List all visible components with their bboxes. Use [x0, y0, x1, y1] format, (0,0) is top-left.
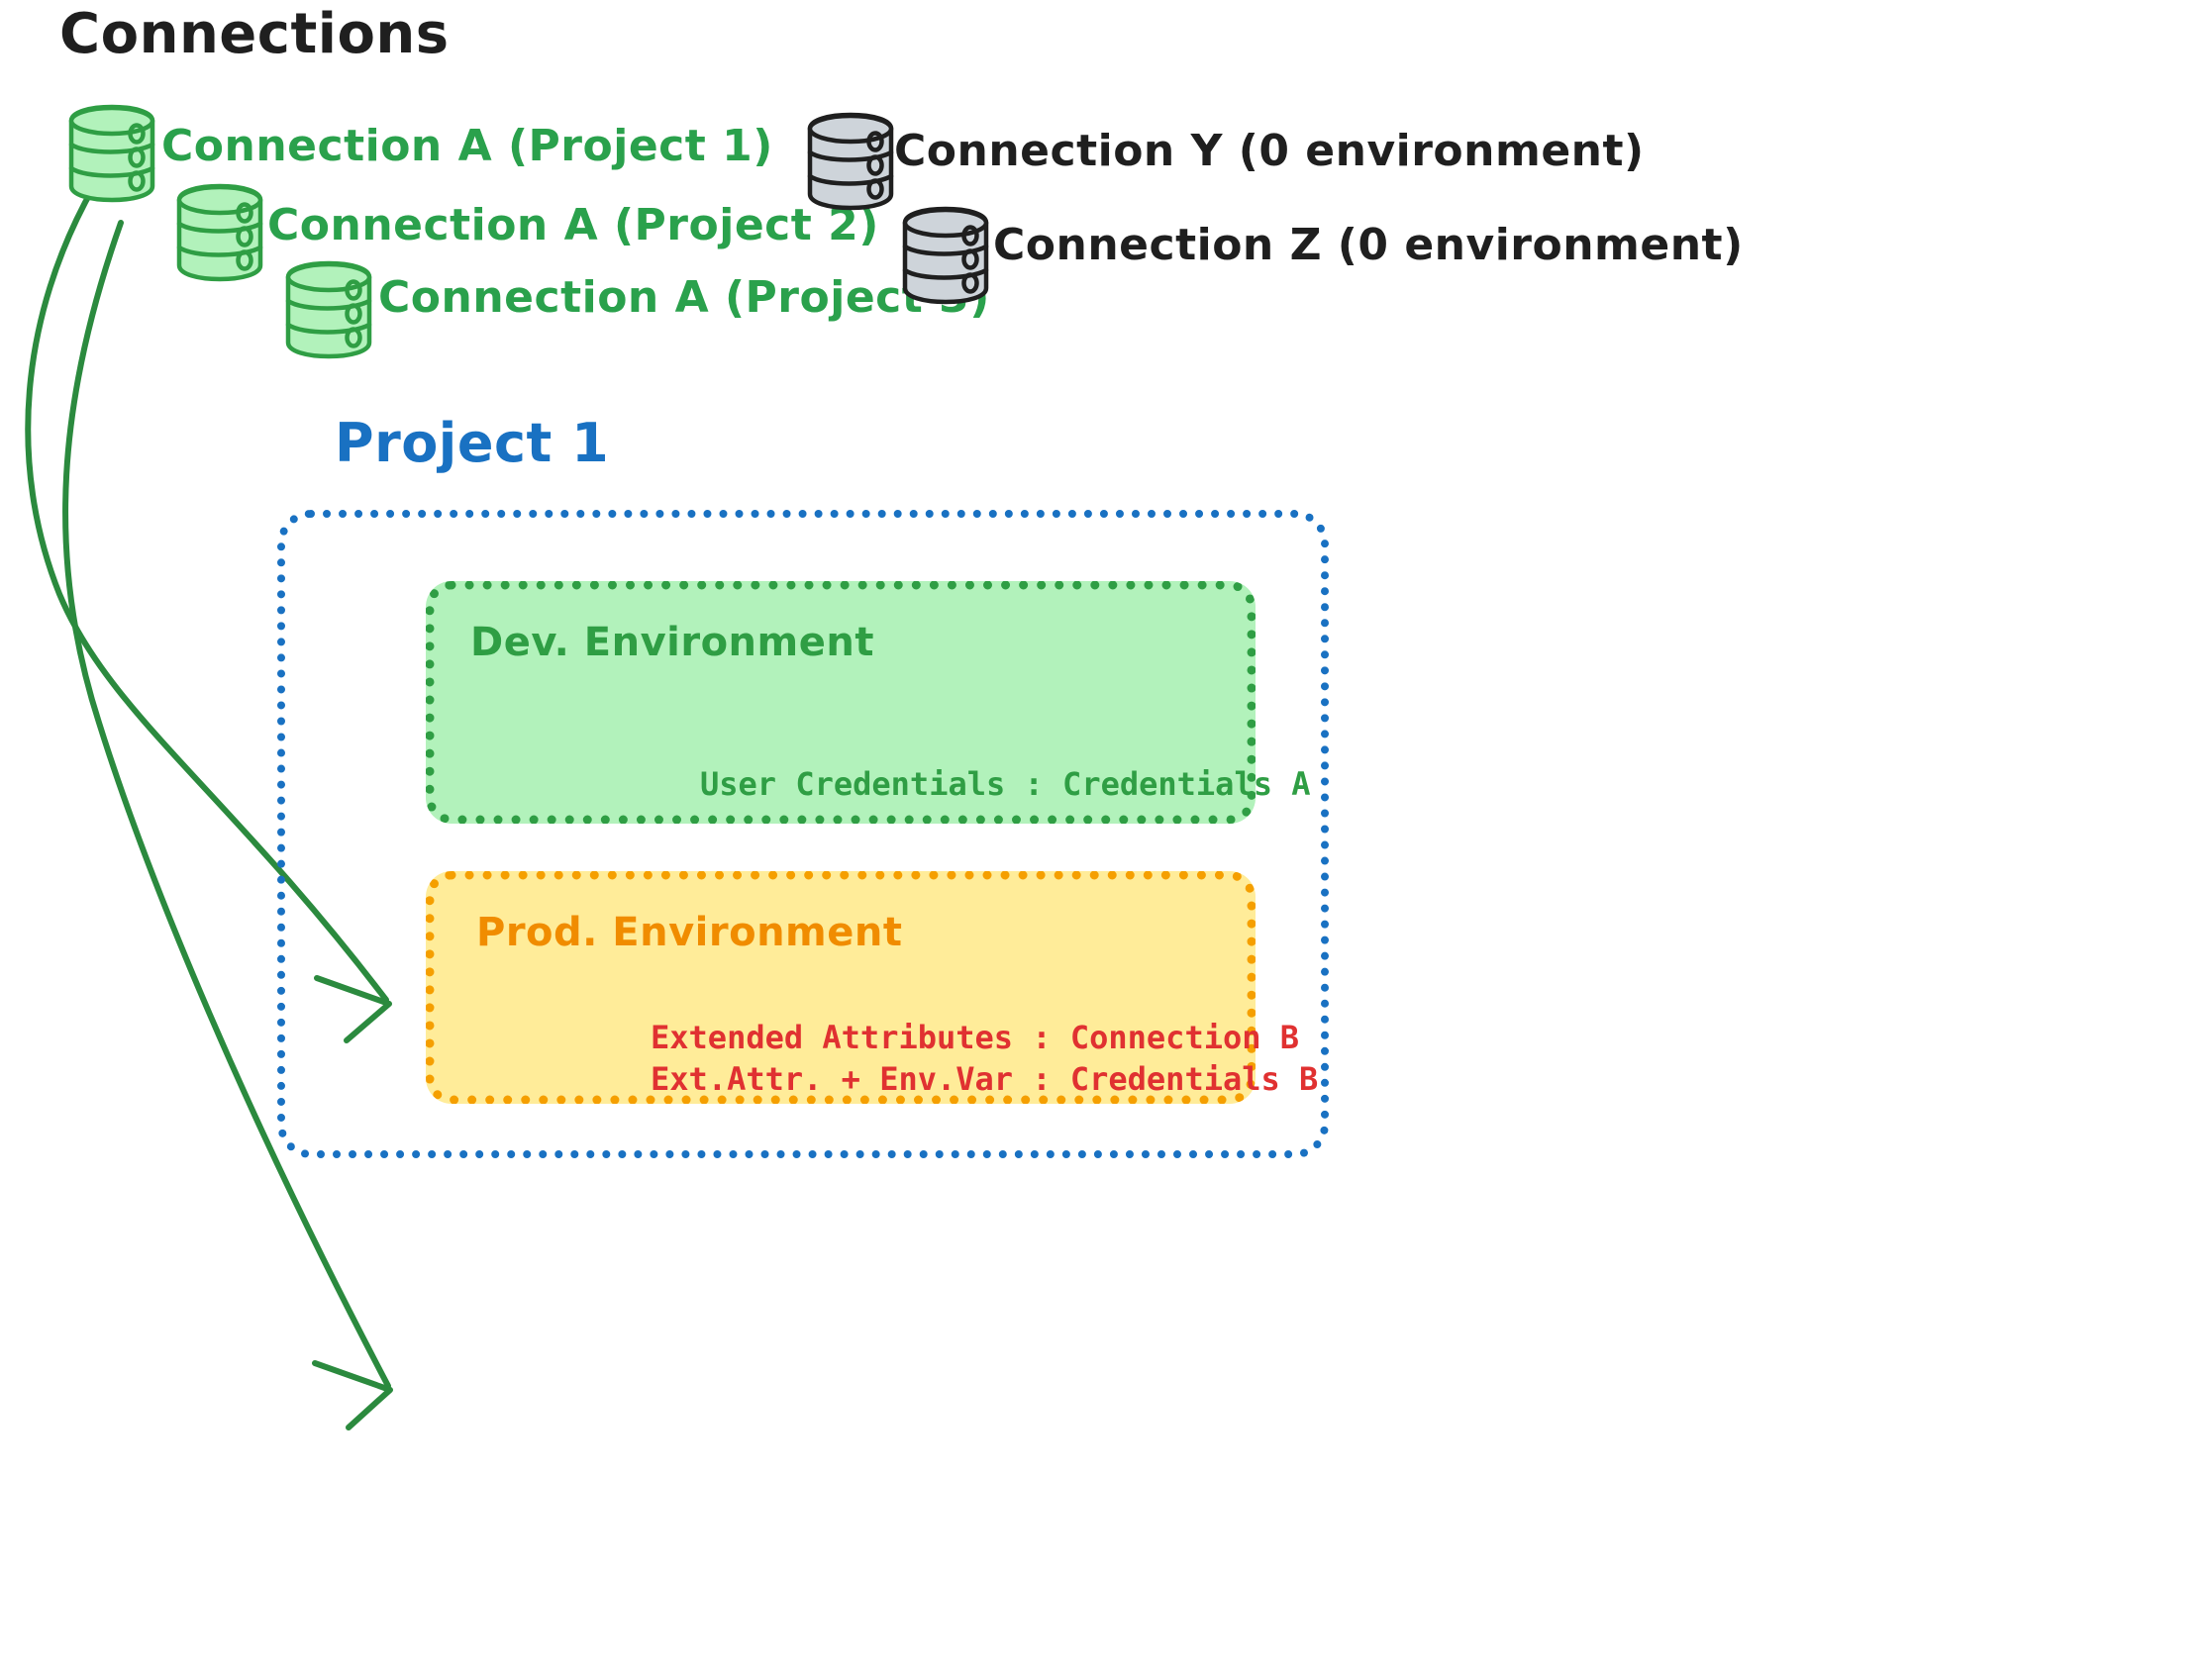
- prod-environment-extended-attributes-line: Extended Attributes : Connection B: [651, 1019, 1300, 1056]
- connection-label-a-project-2: Connection A (Project 2): [267, 200, 879, 250]
- connection-label-y: Connection Y (0 environment): [894, 126, 1645, 176]
- database-cylinder-icon: [176, 183, 263, 282]
- dev-environment-box: Dev. Environment User Credentials : Cred…: [426, 581, 1311, 824]
- database-cylinder-icon: [285, 260, 372, 359]
- prod-environment-env-var-line: Ext.Attr. + Env.Var : Credentials B: [651, 1060, 1319, 1098]
- connection-label-a-project-1: Connection A (Project 1): [161, 121, 773, 171]
- prod-environment-title: Prod. Environment: [476, 910, 903, 955]
- prod-environment-box: Prod. Environment Extended Attributes : …: [426, 871, 1318, 1104]
- connection-label-a-project-3: Connection A (Project 3): [378, 272, 990, 323]
- database-cylinder-icon: [902, 206, 989, 305]
- dev-environment-credentials-line: User Credentials : Credentials A: [700, 765, 1311, 803]
- dev-environment-title: Dev. Environment: [470, 620, 874, 665]
- project-1-container: [277, 510, 1329, 1158]
- page-title: Connections: [59, 2, 450, 66]
- database-cylinder-icon: [68, 104, 155, 203]
- connection-label-z: Connection Z (0 environment): [993, 220, 1744, 270]
- project-title: Project 1: [335, 412, 610, 474]
- database-cylinder-icon: [807, 112, 894, 211]
